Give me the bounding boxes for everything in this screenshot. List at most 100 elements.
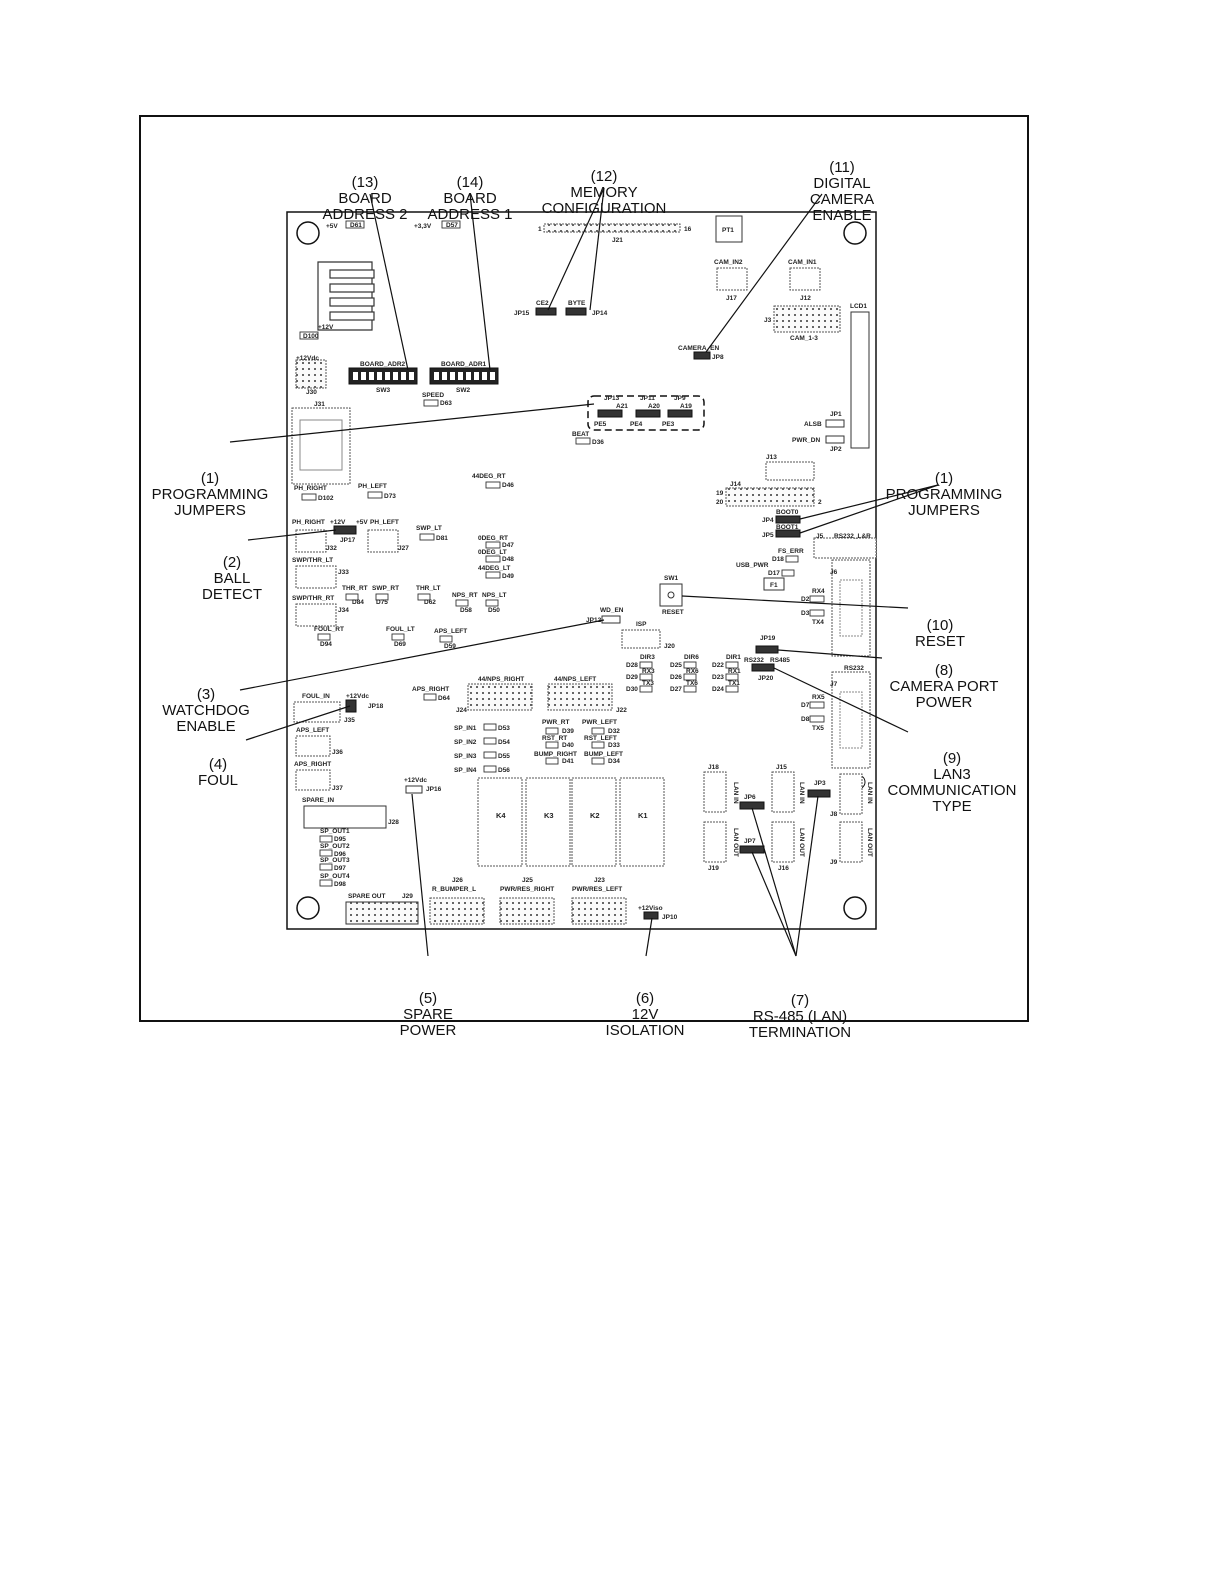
jp13-jumper (597, 409, 623, 418)
label-p33v: +3,3V (414, 223, 432, 230)
j24-connector (467, 683, 533, 711)
j9-connector (839, 821, 863, 863)
label-d63: D63 (440, 400, 452, 407)
j22-connector (547, 683, 613, 711)
label-aps-right2: APS_RIGHT (294, 761, 331, 768)
sw2-dip-switch (429, 367, 499, 385)
j21-header (543, 223, 681, 233)
label-wd-en: WD_EN (600, 607, 624, 614)
callout-rs485-lan-termination: (7)RS-485 (LAN)TERMINATION (748, 992, 852, 1041)
label-aps-left: APS_LEFT (434, 628, 467, 635)
label-d50: D50 (488, 607, 500, 614)
j25-connector (499, 897, 555, 925)
label-f1: F1 (770, 582, 778, 589)
label-ph-right: PH_RIGHT (294, 485, 327, 492)
label-rx4: RX4 (812, 588, 825, 595)
label-d28: D28 (626, 662, 638, 669)
label-k1: K1 (638, 811, 648, 820)
label-d62: D62 (424, 599, 436, 606)
j7-rs232-port (831, 671, 871, 769)
led-d23 (725, 673, 739, 681)
jp10-jumper (643, 911, 659, 920)
label-alsb: ALSB (804, 421, 822, 428)
label-foul-in: FOUL_IN (302, 693, 330, 700)
label-fs-err: FS_ERR (778, 548, 804, 555)
label-dir1: DIR1 (726, 654, 741, 661)
label-r-bumper-l: R_BUMPER_L (432, 886, 476, 893)
label-d33: D33 (608, 742, 620, 749)
led-d2 (809, 595, 825, 603)
j23-connector (571, 897, 627, 925)
j19-connector (703, 821, 727, 863)
label-foul-lt: FOUL_LT (386, 626, 415, 633)
label-jp9: JP9 (674, 395, 686, 402)
label-plus5v: +5V (356, 519, 368, 526)
jp8-jumper (693, 351, 711, 360)
j34-connector (295, 603, 337, 627)
label-pt1: PT1 (722, 227, 734, 234)
mounting-hole (296, 896, 320, 920)
label-reset: RESET (662, 609, 684, 616)
label-tx6: TX6 (686, 680, 698, 687)
led-d7 (809, 701, 825, 709)
j27-connector (367, 529, 399, 553)
label-jp10: JP10 (662, 914, 678, 921)
label-d61: D61 (350, 222, 362, 229)
led-d48 (485, 555, 501, 563)
callout-reset: (10)RESET (914, 617, 965, 650)
label-j8: J8 (830, 811, 838, 818)
led-d36 (575, 437, 591, 445)
label-pwr-res-left: PWR/RES_LEFT (572, 886, 622, 893)
led-d75 (375, 593, 389, 601)
label-byte: BYTE (568, 300, 586, 307)
label-d27: D27 (670, 686, 682, 693)
mounting-hole (843, 896, 867, 920)
label-spare-in: SPARE_IN (302, 797, 334, 804)
led-d3 (809, 609, 825, 617)
label-j25: J25 (522, 877, 533, 884)
label-speed: SPEED (422, 392, 444, 399)
label-d36: D36 (592, 439, 604, 446)
relay-k4 (477, 777, 523, 867)
label-isp: ISP (636, 621, 647, 628)
label-usb-pwr: USB_PWR (736, 562, 769, 569)
pt1-component (715, 215, 743, 243)
led-d39 (545, 727, 559, 735)
label-nps-lt: NPS_LT (482, 592, 506, 599)
jp7-jumper (739, 845, 765, 854)
label-j36: J36 (332, 749, 343, 756)
label-d2: D2 (801, 596, 810, 603)
led-d81 (419, 533, 435, 541)
jp18-jumper (345, 699, 357, 713)
j20-isp-connector (621, 629, 661, 649)
led-d62 (417, 593, 431, 601)
label-j26: J26 (452, 877, 463, 884)
label-boot1: BOOT1 (776, 524, 799, 531)
label-jp12: JP12 (586, 617, 602, 624)
label-p12vdc-jp18: +12Vdc (346, 693, 369, 700)
label-j14: J14 (730, 481, 741, 488)
led-d69 (391, 633, 405, 641)
led-d32 (591, 727, 605, 735)
label-d84: D84 (352, 599, 364, 606)
led-d30 (639, 685, 653, 693)
led-d50 (485, 599, 499, 607)
sw1-reset-switch (659, 583, 683, 607)
label-d57: D57 (446, 222, 458, 229)
label-j19: J19 (708, 865, 719, 872)
label-k4: K4 (496, 811, 506, 820)
led-d26 (683, 673, 697, 681)
jp1-jumper (825, 419, 845, 428)
label-thr-lt: THR_LT (416, 585, 440, 592)
label-swp-thr-lt: SWP/THR_LT (292, 557, 333, 564)
label-jp3: JP3 (814, 780, 826, 787)
label-sp-in3: SP_IN3 (454, 753, 477, 760)
label-pe3: PE3 (662, 421, 675, 428)
led-d33 (591, 741, 605, 749)
label-j27: J27 (398, 545, 409, 552)
